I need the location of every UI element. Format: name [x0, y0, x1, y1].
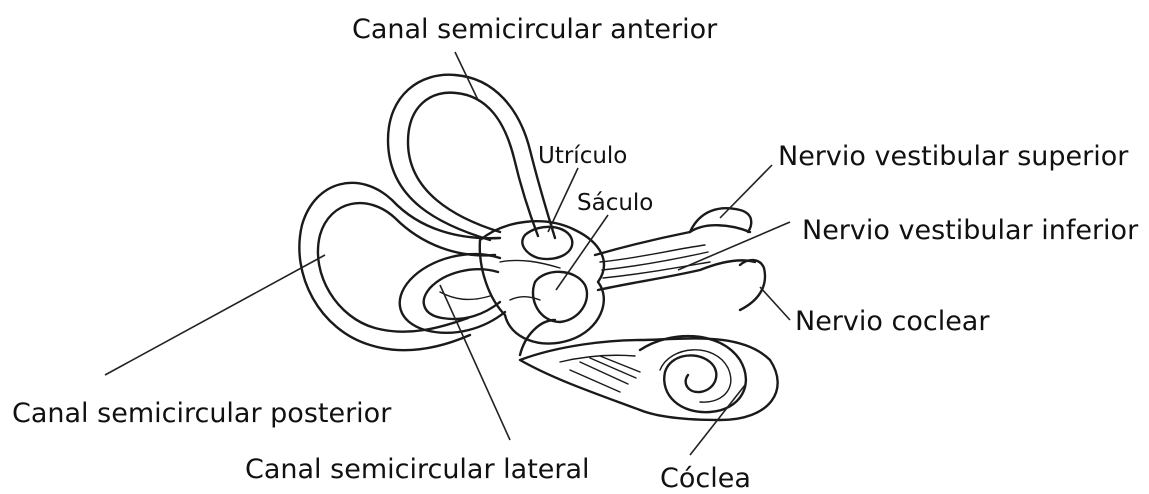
vestibule-shape — [480, 221, 604, 343]
cochlea-shape — [520, 320, 778, 420]
label-posterior-canal: Canal semicircular posterior — [12, 398, 392, 429]
labels: Canal semicircular anterior Utrículo Sác… — [12, 14, 1139, 494]
leader-superior-vestibular-nerve — [720, 165, 772, 218]
inner-ear-illustration — [299, 75, 777, 420]
label-saccule: Sáculo — [577, 190, 653, 216]
label-inferior-vestibular-nerve: Nervio vestibular inferior — [802, 215, 1139, 246]
leader-cochlear-nerve — [760, 287, 790, 320]
posterior-canal-shape — [299, 183, 500, 350]
anterior-canal-shape — [388, 75, 555, 240]
leader-posterior-canal — [105, 255, 325, 375]
label-utricle: Utrículo — [538, 143, 627, 169]
label-cochlear-nerve: Nervio coclear — [795, 306, 990, 337]
label-lateral-canal: Canal semicircular lateral — [245, 454, 590, 485]
label-anterior-canal: Canal semicircular anterior — [352, 14, 718, 45]
label-cochlea: Cóclea — [660, 463, 751, 494]
leader-lines — [105, 52, 790, 455]
leader-utricle — [548, 168, 578, 232]
nerve-bundle-shape — [595, 208, 765, 310]
label-superior-vestibular-nerve: Nervio vestibular superior — [778, 141, 1129, 172]
